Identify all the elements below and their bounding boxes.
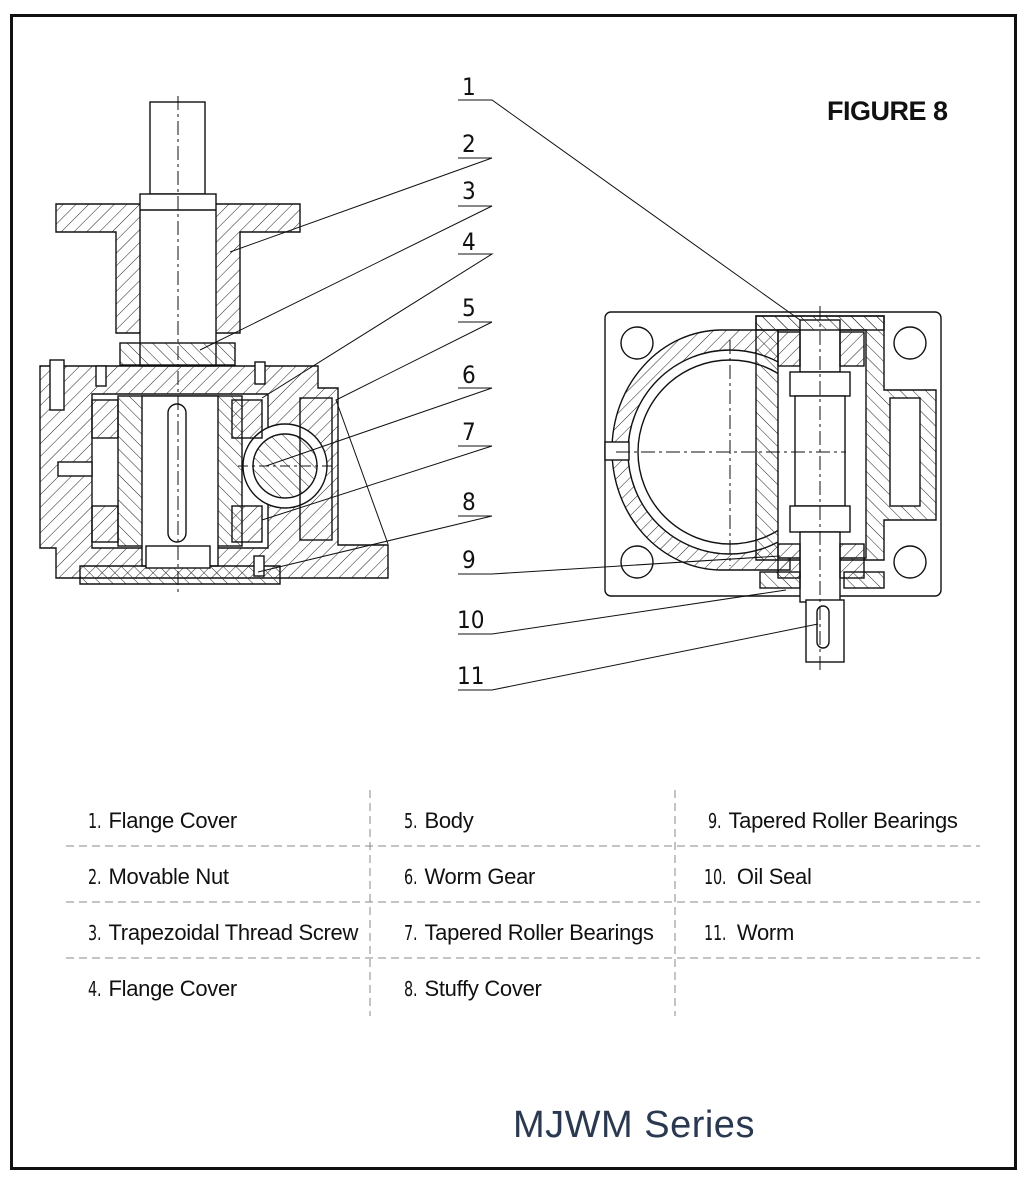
part-label: Stuffy Cover: [424, 976, 542, 1001]
part-number: 9.: [708, 809, 722, 833]
part-number: 10.: [704, 865, 727, 889]
callout-3: 3: [462, 177, 476, 205]
part-label: Flange Cover: [108, 976, 237, 1001]
part-number: 3.: [88, 921, 102, 945]
right-section-view: [604, 306, 942, 672]
part-number: 2.: [88, 865, 102, 889]
callout-10: 10: [457, 606, 484, 634]
part-item: 9. Tapered Roller Bearings: [708, 793, 958, 849]
callout-6: 6: [462, 361, 476, 389]
part-label: Worm: [736, 920, 794, 945]
leader-lines: [199, 99, 819, 691]
part-item: 8. Stuffy Cover: [404, 961, 542, 1017]
callout-7: 7: [462, 418, 476, 446]
part-label: Flange Cover: [108, 808, 237, 833]
part-label: Tapered Roller Bearings: [424, 920, 654, 945]
part-number: 11.: [704, 921, 727, 945]
part-item: 6. Worm Gear: [404, 849, 535, 905]
parts-table-grid: [66, 790, 980, 1016]
part-item: 11. Worm: [704, 905, 794, 961]
part-number: 5.: [404, 809, 418, 833]
part-item: 3. Trapezoidal Thread Screw: [88, 905, 358, 961]
part-item: 2. Movable Nut: [88, 849, 229, 905]
parts-table: 1. Flange Cover 2. Movable Nut 3. Trapez…: [66, 790, 980, 1016]
part-label: Body: [424, 808, 474, 833]
callout-5: 5: [462, 294, 476, 322]
part-item: 1. Flange Cover: [88, 793, 237, 849]
part-item: 5. Body: [404, 793, 474, 849]
callout-8: 8: [462, 488, 476, 516]
part-label: Trapezoidal Thread Screw: [108, 920, 359, 945]
part-label: Oil Seal: [736, 864, 812, 889]
left-section-view: [39, 96, 389, 594]
part-number: 6.: [404, 865, 418, 889]
part-label: Tapered Roller Bearings: [728, 808, 958, 833]
callout-9: 9: [462, 546, 476, 574]
part-label: Worm Gear: [424, 864, 536, 889]
callout-11: 11: [457, 662, 484, 690]
part-item: 10. Oil Seal: [704, 849, 812, 905]
part-label: Movable Nut: [108, 864, 229, 889]
part-number: 8.: [404, 977, 418, 1001]
callout-4: 4: [462, 228, 476, 256]
callout-2: 2: [462, 130, 476, 158]
callout-1: 1: [462, 73, 476, 101]
figure-frame: [10, 14, 1017, 1170]
series-name: MJWM Series: [513, 1104, 755, 1146]
figure-title: FIGURE 8: [827, 96, 948, 126]
part-number: 4.: [88, 977, 102, 1001]
part-item: 7. Tapered Roller Bearings: [404, 905, 654, 961]
part-number: 7.: [404, 921, 418, 945]
part-number: 1.: [88, 809, 102, 833]
part-item: 4. Flange Cover: [88, 961, 237, 1017]
callout-numbers: 1 2 3 4 5 6 7 8 9 10 11: [457, 73, 484, 690]
